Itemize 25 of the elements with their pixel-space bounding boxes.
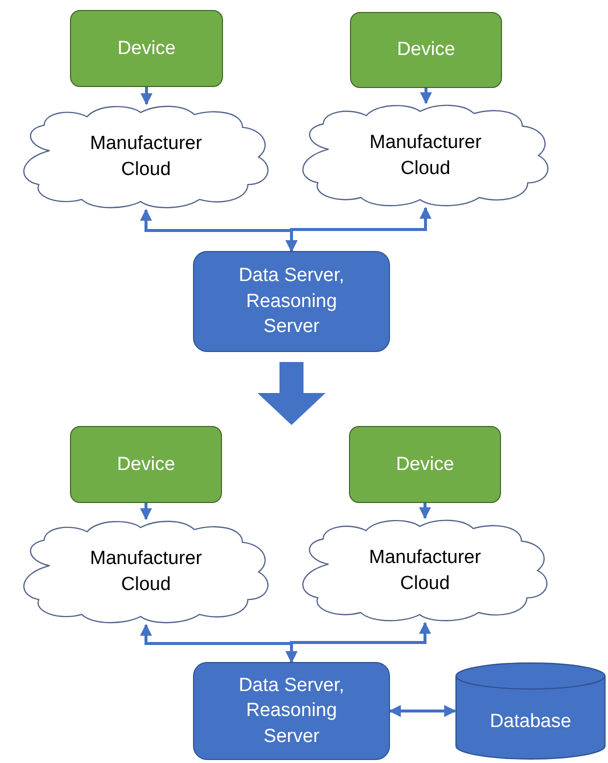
node-label: Device [396, 38, 456, 62]
server-box [193, 251, 390, 352]
node-label: Device [117, 36, 176, 61]
node-label: Manufacturer Cloud [368, 130, 482, 180]
arrow [140, 503, 152, 520]
node-label: Device [116, 452, 176, 477]
node-label: Manufacturer Cloud [368, 546, 482, 596]
arrow [419, 503, 431, 520]
arrow [420, 88, 432, 104]
device-box [349, 426, 501, 503]
device-box [70, 426, 222, 503]
node-label: Data Server, Reasoning Server [238, 674, 346, 749]
node-label: Data Server, Reasoning Server [238, 264, 346, 340]
server-box [193, 662, 390, 760]
node-label: Device [396, 452, 454, 477]
arrow [286, 622, 431, 664]
node-label: Manufacturer Cloud [89, 547, 203, 597]
block-arrow [258, 362, 326, 425]
node-label: Database [490, 710, 572, 734]
node-label: Manufacturer Cloud [89, 132, 203, 182]
device-box [70, 10, 223, 87]
device-box [350, 12, 502, 88]
arrow [286, 206, 432, 252]
arrow [140, 87, 152, 106]
arrow [388, 705, 456, 717]
